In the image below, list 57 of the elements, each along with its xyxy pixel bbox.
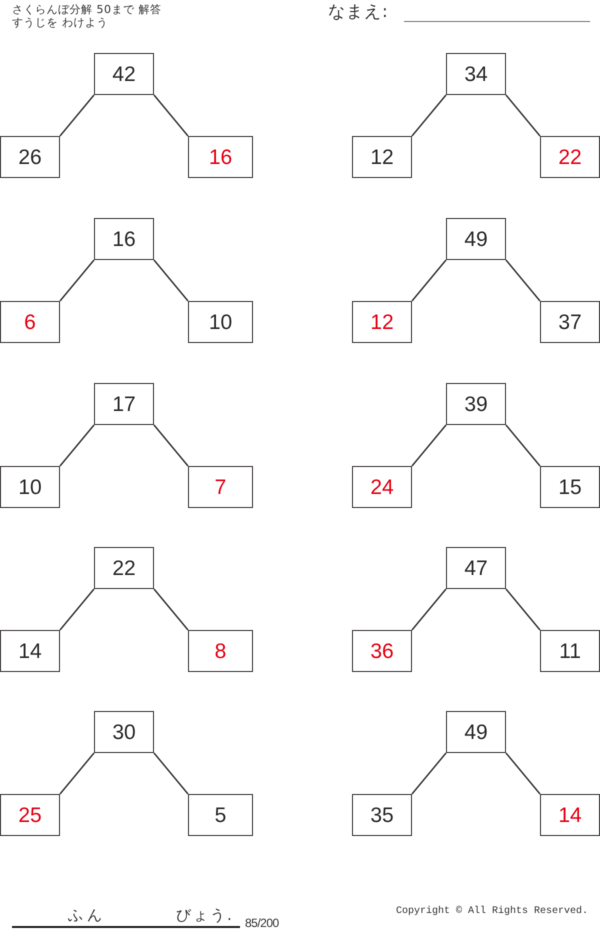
- connector-line: [505, 424, 541, 466]
- connector-line: [153, 94, 189, 136]
- number-box: 6: [0, 301, 60, 343]
- number-box: 17: [94, 383, 154, 425]
- connector-line: [153, 752, 189, 794]
- connector-line: [59, 260, 95, 302]
- number-box: 10: [0, 466, 60, 508]
- number-box: 42: [94, 53, 154, 95]
- connector-line: [59, 424, 95, 466]
- connector-line: [153, 260, 189, 302]
- connector-line: [411, 260, 447, 302]
- number-box: 10: [188, 301, 253, 343]
- number-box: 12: [352, 301, 412, 343]
- connector-line: [153, 588, 189, 630]
- number-box: 7: [188, 466, 253, 508]
- seconds-label: びょう.: [176, 908, 234, 923]
- connector-line: [505, 260, 541, 302]
- number-box: 8: [188, 630, 253, 672]
- number-box: 16: [188, 136, 253, 178]
- number-box: 36: [352, 630, 412, 672]
- number-box: 39: [446, 383, 506, 425]
- number-box: 37: [540, 301, 600, 343]
- number-box: 15: [540, 466, 600, 508]
- number-box: 49: [446, 711, 506, 753]
- subtitle: すうじを わけよう: [12, 17, 108, 28]
- number-box: 34: [446, 53, 506, 95]
- number-box: 24: [352, 466, 412, 508]
- connector-line: [59, 588, 95, 630]
- connector-line: [59, 94, 95, 136]
- connector-line: [505, 588, 541, 630]
- connector-line: [411, 588, 447, 630]
- number-box: 30: [94, 711, 154, 753]
- connector-line: [153, 424, 189, 466]
- number-box: 14: [0, 630, 60, 672]
- connector-line: [59, 752, 95, 794]
- worksheet-title: さくらんぼ分解 50まで 解答: [12, 4, 162, 15]
- number-box: 49: [446, 218, 506, 260]
- name-label: なまえ:: [328, 4, 389, 21]
- number-box: 22: [540, 136, 600, 178]
- number-box: 35: [352, 794, 412, 836]
- number-box: 11: [540, 630, 600, 672]
- connector-line: [411, 94, 447, 136]
- connector-line: [505, 94, 541, 136]
- connector-line: [411, 424, 447, 466]
- minutes-label: ふん: [68, 908, 106, 923]
- number-box: 16: [94, 218, 154, 260]
- copyright-notice: Copyright © All Rights Reserved.: [396, 907, 588, 917]
- connector-line: [411, 752, 447, 794]
- number-box: 25: [0, 794, 60, 836]
- connector-line: [505, 752, 541, 794]
- number-box: 12: [352, 136, 412, 178]
- page-number: 85/200: [245, 917, 279, 929]
- number-box: 47: [446, 547, 506, 589]
- number-box: 14: [540, 794, 600, 836]
- number-box: 26: [0, 136, 60, 178]
- number-box: 22: [94, 547, 154, 589]
- number-box: 5: [188, 794, 253, 836]
